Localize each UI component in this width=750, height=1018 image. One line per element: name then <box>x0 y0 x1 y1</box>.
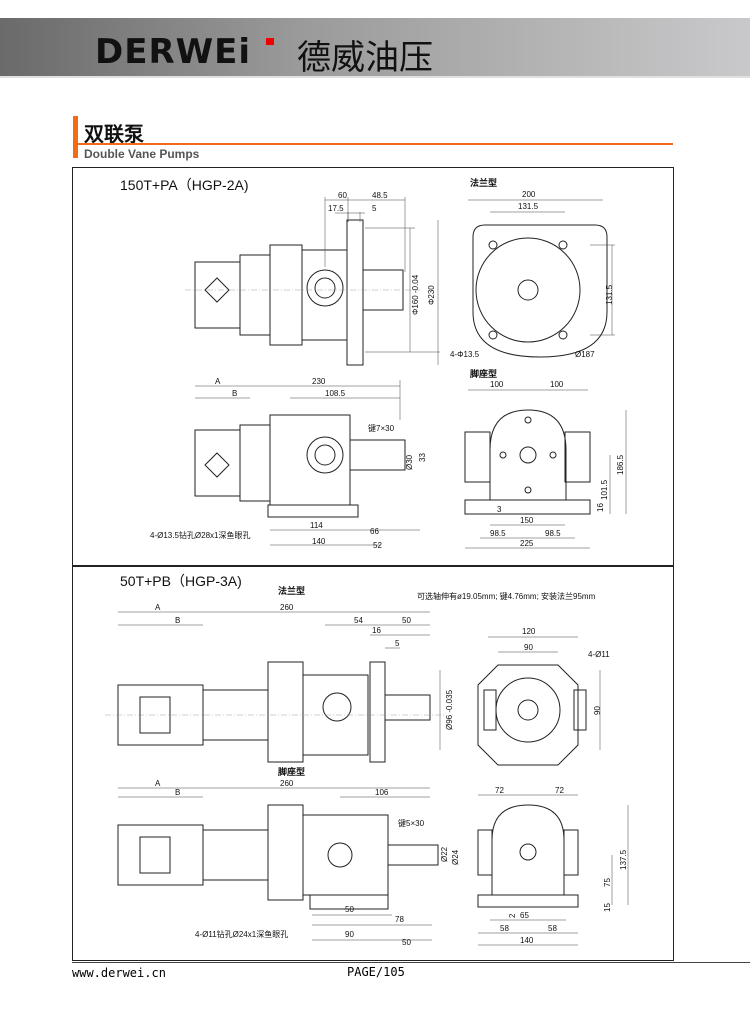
dim: 15 <box>603 903 612 912</box>
dim: Φ230 <box>427 285 436 305</box>
model1-flange-label: 法兰型 <box>470 177 497 188</box>
section-subtitle: Double Vane Pumps <box>84 147 200 161</box>
dim: 260 <box>280 779 294 788</box>
brand-chinese-name: 德威油压 <box>297 38 433 78</box>
dim: 120 <box>522 627 536 636</box>
dim: Ø24 <box>451 849 460 865</box>
dim: 90 <box>345 930 354 939</box>
dim: Ø187 <box>575 350 595 359</box>
model2-foot-front-view: 72 72 137.5 75 15 2 65 58 58 140 <box>477 786 629 946</box>
dim: 108.5 <box>325 389 346 398</box>
dim: 100 <box>550 380 564 389</box>
section-divider <box>72 565 674 567</box>
dim: 3 <box>497 505 502 514</box>
dim: 225 <box>520 539 534 548</box>
dim: Ø30 <box>405 454 414 470</box>
model2-flange-front-view: 120 90 4-Ø11 90 <box>477 627 610 766</box>
dim: 140 <box>520 936 534 945</box>
model2-title: 50T+PB（HGP-3A) <box>120 573 242 589</box>
dim: 131.5 <box>518 202 539 211</box>
dim: 60 <box>338 191 347 200</box>
dim: 100 <box>490 380 504 389</box>
model2-shaft-note: 可选轴伸有ø19.05mm; 键4.76mm; 安装法兰95mm <box>417 591 596 601</box>
model1-foot-side-view: A B 230 108.5 键7×30 Ø30 33 4-Ø13.5钻孔Ø28x… <box>150 377 427 550</box>
dim: 230 <box>312 377 326 386</box>
dim: 66 <box>370 527 379 536</box>
dim: 260 <box>280 603 294 612</box>
model1-flange-front-view: 200 131.5 131.5 4-Φ13.5 Ø187 <box>450 190 615 359</box>
dim: 101.5 <box>600 479 609 500</box>
dim: 2 <box>508 913 517 918</box>
dim: 16 <box>372 626 381 635</box>
dim: 17.5 <box>328 204 344 213</box>
dim: 54 <box>354 616 363 625</box>
dim: 65 <box>520 911 529 920</box>
dim: 72 <box>555 786 564 795</box>
footer-website[interactable]: www.derwei.cn <box>72 966 166 980</box>
model2-flange-label: 法兰型 <box>278 585 305 596</box>
dim: 5 <box>395 639 400 648</box>
dim: A <box>155 779 161 788</box>
dim: 106 <box>375 788 389 797</box>
dim: 58 <box>548 924 557 933</box>
dim: 4-Ø11 <box>588 650 610 659</box>
dim: B <box>175 788 180 797</box>
dim: 131.5 <box>605 284 614 305</box>
dim: 98.5 <box>490 529 506 538</box>
model1-flange-side-view: 60 48.5 17.5 5 Φ160 -0.04 Φ230 <box>185 191 440 366</box>
header-band <box>0 18 750 78</box>
dim: 140 <box>312 537 326 546</box>
dim: Ø22 <box>440 846 449 862</box>
dim: 16 <box>596 503 605 512</box>
dim: 50 <box>402 938 411 947</box>
model1-foot-label: 脚座型 <box>470 368 497 379</box>
dim: 48.5 <box>372 191 388 200</box>
dim: B <box>232 389 237 398</box>
dim: 150 <box>520 516 534 525</box>
footer-rule <box>72 962 750 963</box>
dim: 200 <box>522 190 536 199</box>
model1-title: 150T+PA（HGP-2A) <box>120 177 249 193</box>
model2-foot-label: 脚座型 <box>278 766 305 777</box>
dim: 114 <box>310 521 323 530</box>
dim: 键7×30 <box>368 423 395 433</box>
dim: 键5×30 <box>398 818 425 828</box>
dim: Φ160 -0.04 <box>411 274 420 315</box>
dim: Ø96 -0.035 <box>445 689 454 730</box>
dim: 58 <box>500 924 509 933</box>
drawing-frame <box>72 167 674 961</box>
dim: 5 <box>372 204 377 213</box>
dim: 186.5 <box>616 454 625 475</box>
dim: 75 <box>603 878 612 887</box>
dim: 72 <box>495 786 504 795</box>
header-band-edge <box>0 76 750 78</box>
dim: A <box>215 377 221 386</box>
dim: 78 <box>395 915 404 924</box>
title-rule <box>78 143 673 145</box>
dim: 52 <box>373 541 382 550</box>
dim: 4-Ø11钻孔Ø24x1深鱼眼孔 <box>195 929 288 939</box>
footer-page-number: PAGE/105 <box>347 965 405 979</box>
dim: B <box>175 616 180 625</box>
dim: 90 <box>524 643 533 652</box>
brand-logo: DERWEi <box>95 32 252 72</box>
dim: A <box>155 603 161 612</box>
dim: 33 <box>418 453 427 462</box>
section-title: 双联泵 <box>84 124 144 146</box>
logo-red-dot <box>266 38 274 45</box>
dim: 137.5 <box>619 849 628 870</box>
model2-foot-side-view: A B 260 106 键5×30 Ø22 Ø24 4-Ø11钻孔Ø24x1深鱼… <box>117 779 460 947</box>
dim: 4-Ø13.5钻孔Ø28x1深鱼眼孔 <box>150 530 250 540</box>
title-accent-bar <box>73 116 78 158</box>
dim: 4-Φ13.5 <box>450 350 480 359</box>
dim: 98.5 <box>545 529 561 538</box>
model1-foot-front-view: 100 100 186.5 101.5 3 16 150 98.5 98.5 2… <box>464 380 627 549</box>
model2-flange-side-view: A B 260 54 50 16 5 Ø96 -0.035 <box>105 603 454 763</box>
dim: 50 <box>402 616 411 625</box>
dim: 90 <box>593 706 602 715</box>
dim: 50 <box>345 905 354 914</box>
